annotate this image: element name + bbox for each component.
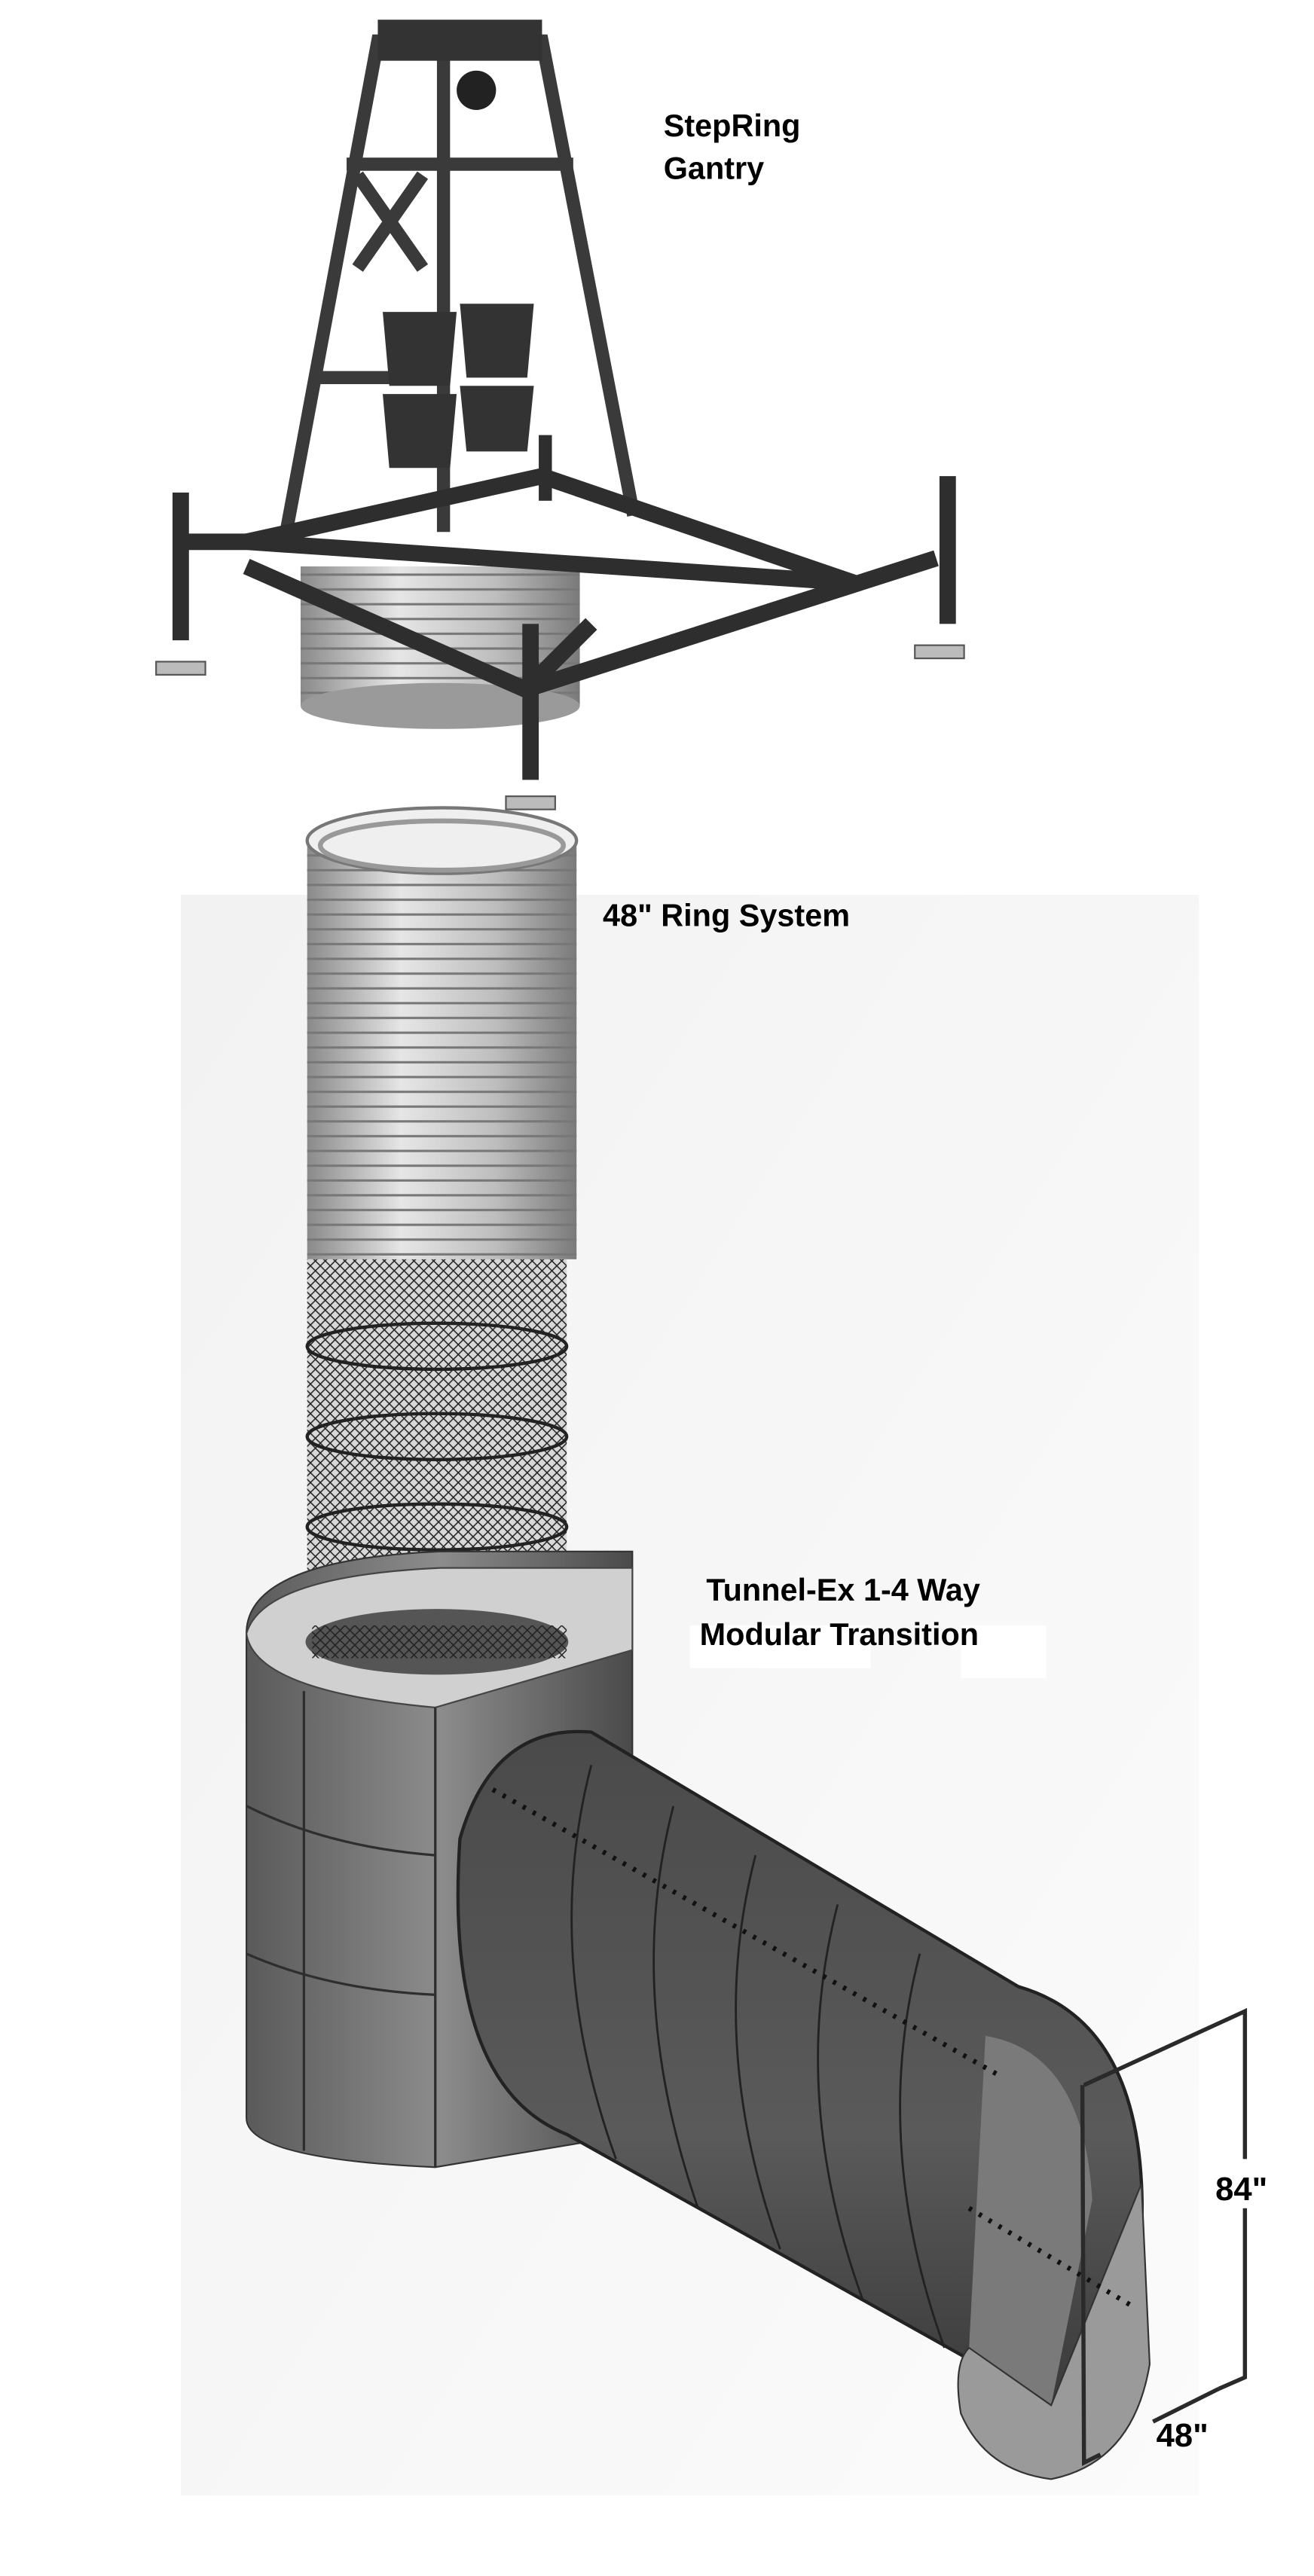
stepring-gantry bbox=[155, 20, 965, 810]
gantry-label-line1: StepRing bbox=[664, 108, 801, 143]
transition-label-line1: Tunnel-Ex 1-4 Way bbox=[706, 1573, 980, 1607]
buckets bbox=[382, 304, 534, 469]
dimension-height-label: 84" bbox=[1215, 2172, 1267, 2208]
dimension-lines bbox=[1080, 2007, 1248, 2466]
ring-system-column bbox=[305, 806, 579, 1642]
gantry-label-line2: Gantry bbox=[664, 151, 764, 186]
transition-label-line2: Modular Transition bbox=[700, 1617, 979, 1652]
tunnel-section bbox=[456, 1729, 1151, 2480]
dimension-width-label: 48" bbox=[1157, 2418, 1209, 2454]
ring-system-label: 48" Ring System bbox=[603, 898, 850, 932]
labels: StepRing Gantry 48" Ring System Tunnel-E… bbox=[603, 108, 1267, 2454]
